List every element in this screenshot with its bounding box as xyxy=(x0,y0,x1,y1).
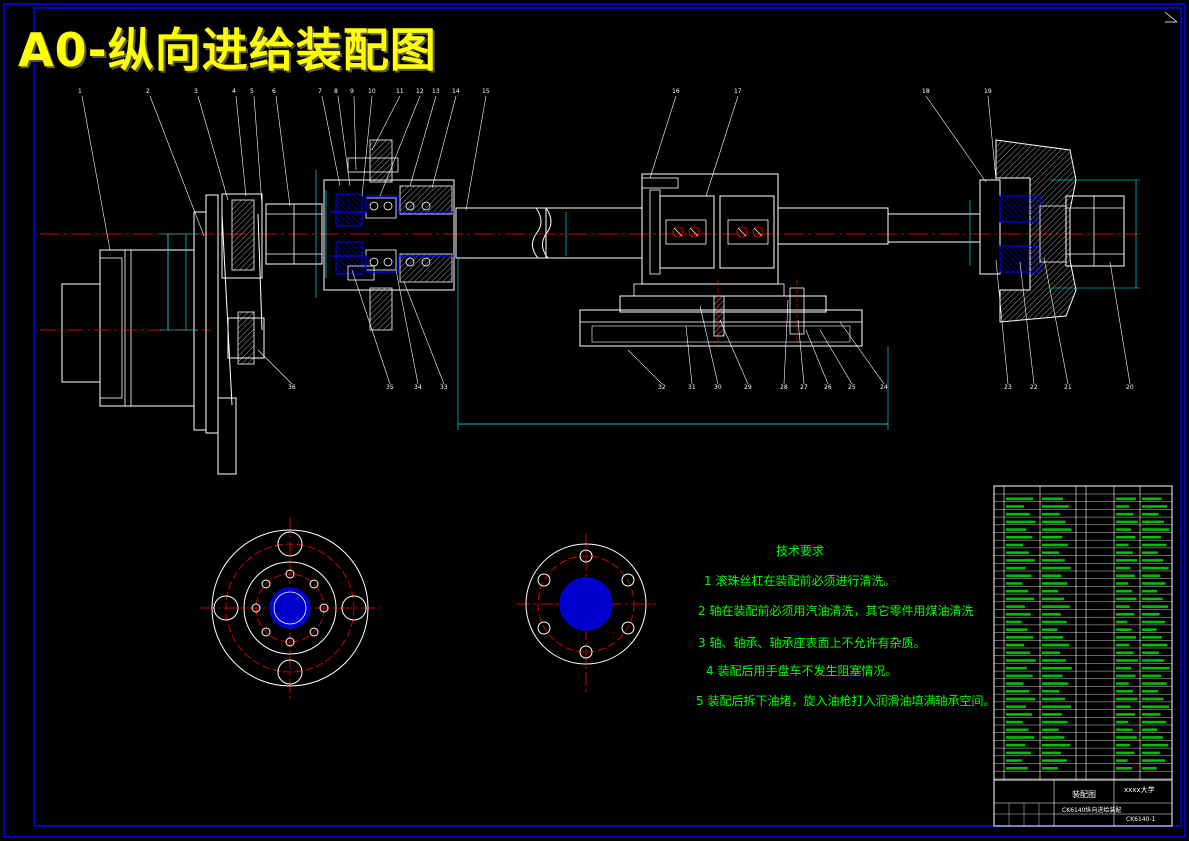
callout-top-6: 7 xyxy=(318,88,322,95)
callout-bottom-14: 22 xyxy=(1030,384,1038,391)
callout-top-11: 12 xyxy=(416,88,424,95)
callout-leaders-bottom xyxy=(257,257,1131,385)
callout-top-3: 4 xyxy=(232,88,236,95)
tech-requirement-5: 5 装配后拆下油堵，旋入油枪打入润滑油填满轴承空间。 xyxy=(696,694,996,708)
callout-top-14: 15 xyxy=(482,88,490,95)
callout-bottom-12: 24 xyxy=(880,384,888,391)
callout-top-8: 9 xyxy=(350,88,354,95)
callout-bottom-7: 29 xyxy=(744,384,752,391)
callout-top-0: 1 xyxy=(78,88,82,95)
callout-top-2: 3 xyxy=(194,88,198,95)
title-block-school: xxxx大学 xyxy=(1124,786,1155,794)
callout-bottom-8: 28 xyxy=(780,384,788,391)
right-wall-section xyxy=(995,139,1077,323)
main-section-view xyxy=(40,139,1140,475)
callout-leaders-top xyxy=(81,95,997,251)
callout-bottom-0: 36 xyxy=(288,384,296,391)
callout-bottom-6: 30 xyxy=(714,384,722,391)
callout-top-16: 17 xyxy=(734,88,742,95)
callout-bottom-4: 32 xyxy=(658,384,666,391)
callout-bottom-13: 23 xyxy=(1004,384,1012,391)
callout-bottom-2: 34 xyxy=(414,384,422,391)
tech-requirement-4: 4 装配后用手盘车不发生阻塞情况。 xyxy=(706,664,898,678)
parts-list-table xyxy=(993,485,1173,827)
callout-bottom-9: 27 xyxy=(800,384,808,391)
callout-top-15: 16 xyxy=(672,88,680,95)
callout-bottom-16: 20 xyxy=(1126,384,1134,391)
callout-top-1: 2 xyxy=(146,88,150,95)
tech-requirement-3: 3 轴、轴承、轴承座表面上不允许有杂质。 xyxy=(698,636,926,650)
title-block-drawing-name: 装配图 xyxy=(1072,790,1096,799)
motor-body xyxy=(99,249,195,407)
callout-top-7: 8 xyxy=(334,88,338,95)
callout-top-5: 6 xyxy=(272,88,276,95)
callout-bottom-10: 26 xyxy=(824,384,832,391)
callout-bottom-11: 25 xyxy=(848,384,856,391)
title-block-drawing-no: CK6140-1 xyxy=(1126,816,1156,823)
right-flange-view xyxy=(516,534,656,694)
outer-frame xyxy=(3,3,1186,838)
tech-requirements-title: 技术要求 xyxy=(776,544,825,558)
left-flange-view xyxy=(200,518,380,698)
callout-top-4: 5 xyxy=(250,88,254,95)
callout-top-13: 14 xyxy=(452,88,460,95)
callout-top-9: 10 xyxy=(368,88,376,95)
callout-top-17: 18 xyxy=(922,88,930,95)
drawing-title: A0-纵向进给装配图 xyxy=(18,23,437,77)
tech-requirement-2: 2 轴在装配前必须用汽油清洗，其它零件用煤油清洗 xyxy=(698,604,974,618)
title-block-subtitle: CK6140纵向进给装配 xyxy=(1062,807,1122,814)
tech-requirement-1: 1 滚珠丝杠在装配前必须进行清洗。 xyxy=(704,574,896,588)
callout-top-12: 13 xyxy=(432,88,440,95)
inner-frame xyxy=(33,7,1182,827)
callout-top-18: 19 xyxy=(984,88,992,95)
ball-screw-shaft xyxy=(455,207,547,259)
callout-bottom-3: 33 xyxy=(440,384,448,391)
callout-bottom-1: 35 xyxy=(386,384,394,391)
callout-bottom-15: 21 xyxy=(1064,384,1072,391)
callout-bottom-5: 31 xyxy=(688,384,696,391)
callout-top-10: 11 xyxy=(396,88,404,95)
